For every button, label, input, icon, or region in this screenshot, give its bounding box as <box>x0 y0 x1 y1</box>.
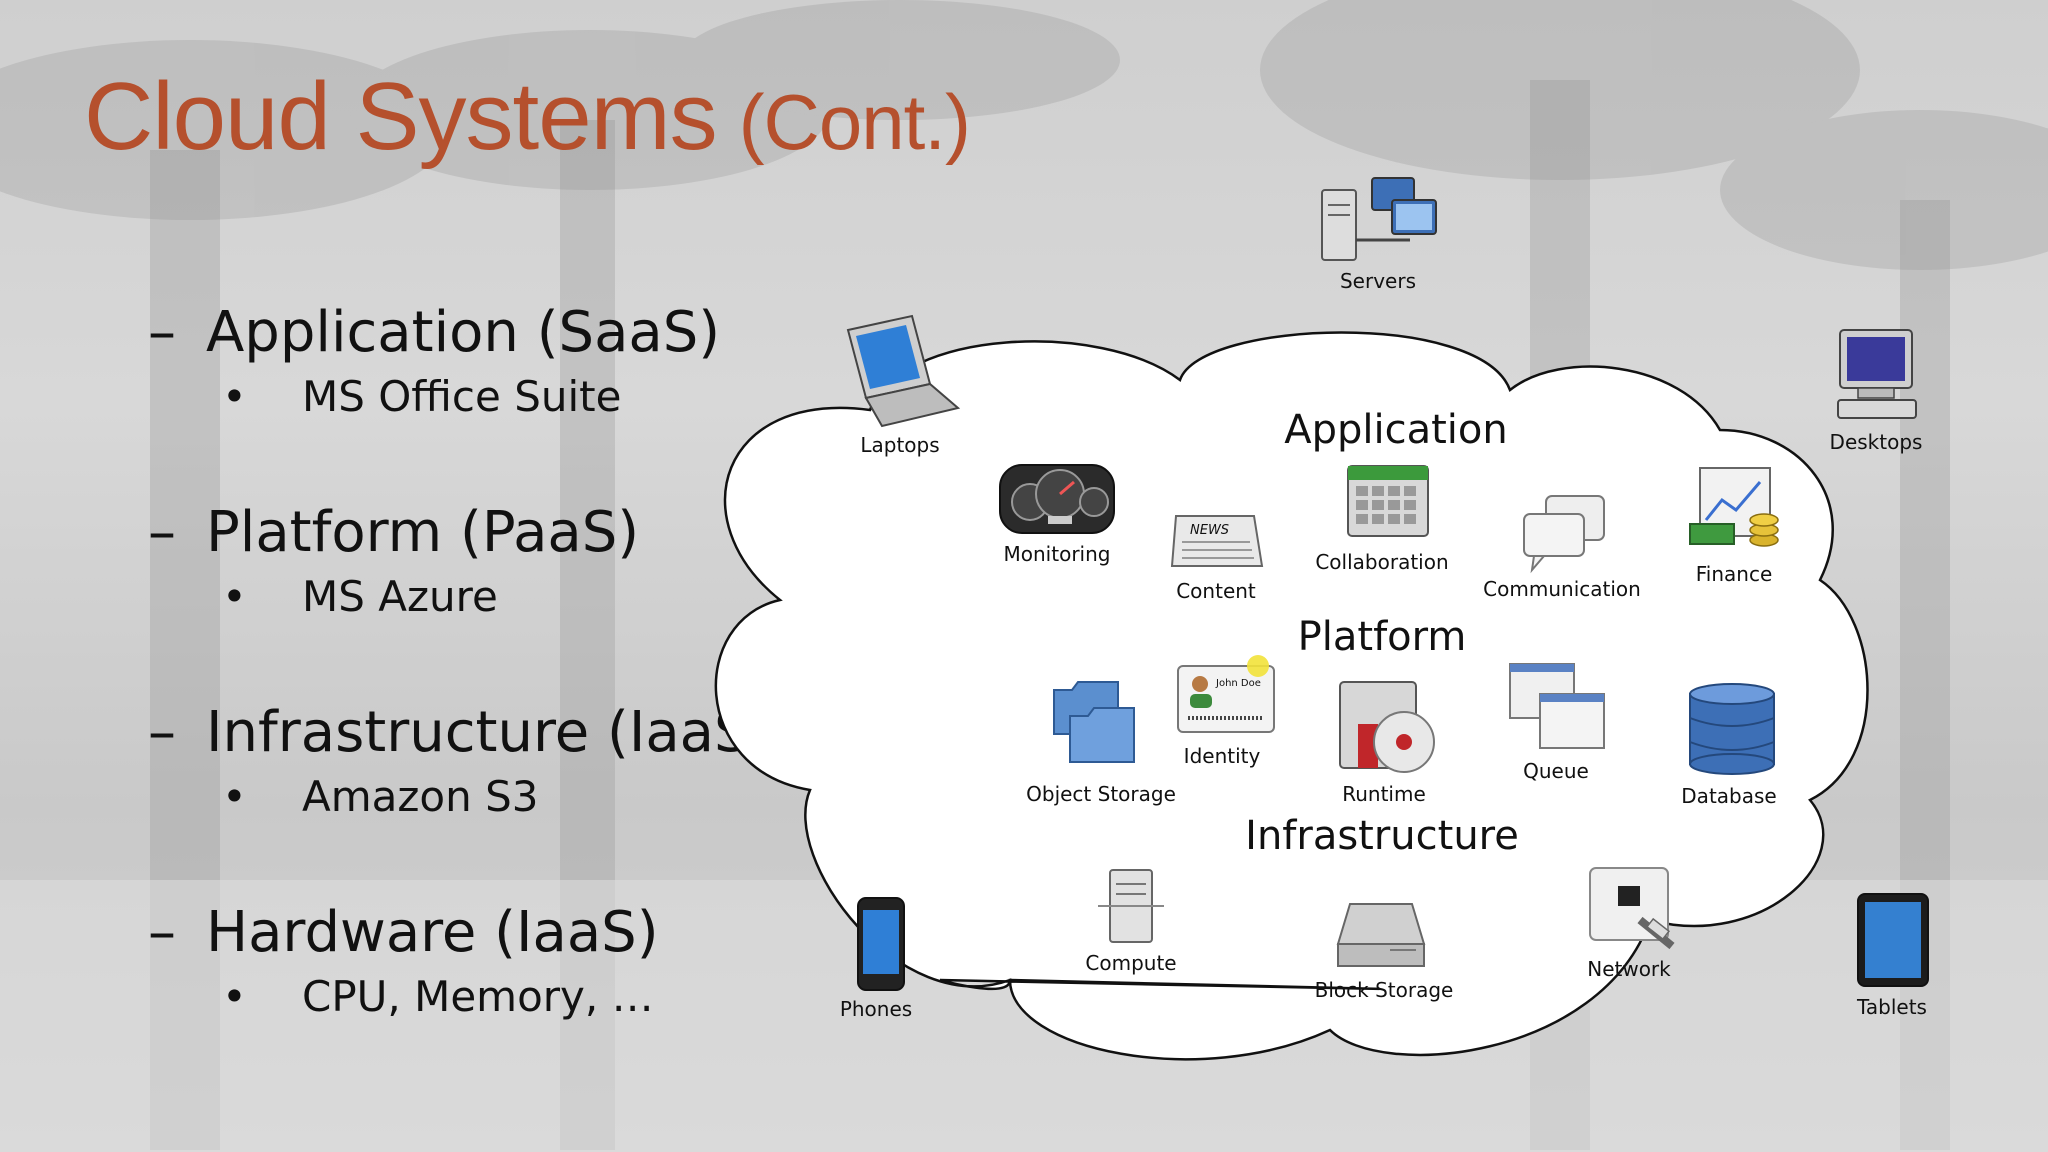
dash-marker: – <box>148 300 176 365</box>
section-application: Application <box>1284 407 1508 453</box>
dot-marker: • <box>222 572 247 621</box>
dash-marker: – <box>148 500 176 565</box>
collaboration-label: Collaboration <box>1315 550 1448 574</box>
database-label: Database <box>1681 784 1776 808</box>
slide-title: Cloud Systems(Cont.) <box>84 62 971 172</box>
bullet-iaas-infrastructure: –Infrastructure (IaaS) <box>148 700 771 765</box>
queue-windows-icon <box>1509 663 1605 749</box>
dash-marker: – <box>148 900 176 965</box>
bullet-label: Hardware (IaaS) <box>206 900 659 965</box>
object-storage-label: Object Storage <box>1026 782 1176 806</box>
identity-label: Identity <box>1184 744 1261 768</box>
tablet-icon <box>1857 893 1929 987</box>
chat-bubbles-icon <box>1523 495 1605 574</box>
section-platform: Platform <box>1298 614 1467 660</box>
desktops-label: Desktops <box>1830 430 1923 454</box>
bullet-label: Platform (PaaS) <box>206 500 640 565</box>
bullet-label: Infrastructure (IaaS) <box>206 700 772 765</box>
dot-marker: • <box>222 972 247 1021</box>
section-infrastructure: Infrastructure <box>1245 813 1519 859</box>
dot-marker: • <box>222 772 247 821</box>
monitoring-label: Monitoring <box>1004 542 1111 566</box>
desktop-icon <box>1837 329 1917 419</box>
bullet-iaas-hardware: –Hardware (IaaS) <box>148 900 659 965</box>
sub-bullet-iaas-hardware: • CPU, Memory, … <box>222 972 654 1021</box>
news-icon-text: NEWS <box>1190 523 1229 538</box>
dash-marker: – <box>148 700 176 765</box>
laptops-label: Laptops <box>860 433 939 457</box>
tablets-label: Tablets <box>1856 995 1927 1019</box>
bullet-saas: –Application (SaaS) <box>148 300 720 365</box>
hard-drive-icon <box>1336 903 1426 967</box>
sub-bullet-label: MS Azure <box>302 572 498 621</box>
bullet-paas: –Platform (PaaS) <box>148 500 639 565</box>
id-card-icon: John Doe <box>1177 655 1275 733</box>
sub-bullet-label: Amazon S3 <box>302 772 539 821</box>
communication-label: Communication <box>1483 577 1641 601</box>
dot-marker: • <box>222 372 247 421</box>
monitoring-gauge-icon <box>999 464 1115 534</box>
john-doe-icon-text: John Doe <box>1215 678 1261 689</box>
slide-title-suffix: (Cont.) <box>738 78 971 166</box>
sub-bullet-paas: • MS Azure <box>222 572 498 621</box>
newspaper-icon: NEWS <box>1170 515 1264 567</box>
laptop-icon <box>846 314 961 428</box>
phone-icon <box>857 897 905 991</box>
compute-server-icon <box>1098 869 1164 943</box>
sub-bullet-label: CPU, Memory, … <box>302 972 654 1021</box>
database-icon <box>1689 683 1775 775</box>
folders-icon <box>1053 681 1135 763</box>
block-storage-label: Block Storage <box>1315 978 1454 1002</box>
sub-bullet-iaas-infrastructure: • Amazon S3 <box>222 772 538 821</box>
phones-label: Phones <box>840 997 912 1021</box>
sub-bullet-saas: • MS Office Suite <box>222 372 621 421</box>
network-jack-icon <box>1589 867 1675 950</box>
compute-label: Compute <box>1085 951 1176 975</box>
finance-label: Finance <box>1696 562 1773 586</box>
content-label: Content <box>1176 579 1256 603</box>
network-label: Network <box>1587 957 1671 981</box>
finance-chart-money-icon <box>1689 467 1779 547</box>
servers-icon <box>1321 177 1437 261</box>
bullet-label: Application (SaaS) <box>206 300 721 365</box>
queue-label: Queue <box>1523 759 1589 783</box>
slide-title-main: Cloud Systems <box>84 63 718 170</box>
runtime-label: Runtime <box>1342 782 1426 806</box>
servers-label: Servers <box>1340 269 1416 293</box>
sub-bullet-label: MS Office Suite <box>302 372 622 421</box>
runtime-disc-box-icon <box>1339 681 1435 773</box>
calendar-icon <box>1347 465 1429 537</box>
